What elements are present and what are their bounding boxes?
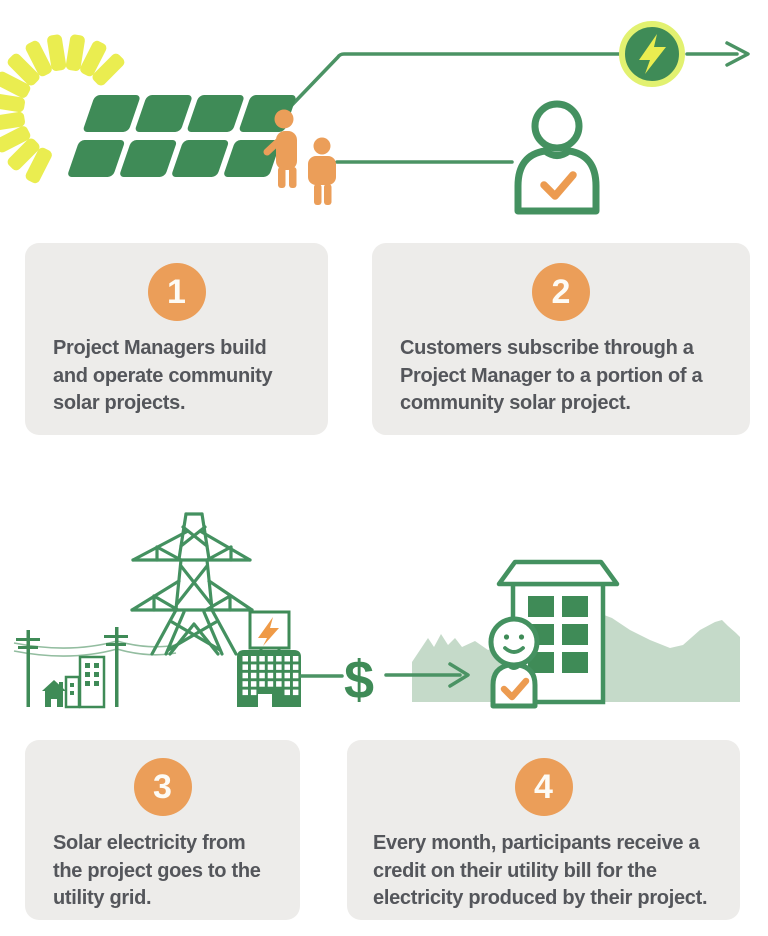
project-manager-figures-icon [263,109,336,205]
step-number-badge: 2 [532,263,590,321]
transmission-tower-icon [130,512,254,656]
sun-icon [0,34,125,184]
solar-building-icon [237,650,301,707]
dollar-sign: $ [344,650,374,710]
credit-arrow-icon [299,662,470,688]
participant-check-icon [488,616,540,709]
step-number-badge: 1 [147,263,206,321]
utility-pole-icon [16,627,128,707]
top-illustration [0,21,750,215]
inverter-bolt-icon [248,610,291,651]
step-card-4: 4 Every month, participants receive a cr… [347,740,740,920]
step-description: Customers subscribe through a Project Ma… [400,337,703,415]
step-card-1: 1 Project Managers build and operate com… [25,243,328,435]
flow-arrow-icon [288,41,750,164]
step-description: Solar electricity from the project goes … [53,832,261,910]
step-card-3: 3 Solar electricity from the project goe… [25,740,300,920]
step-number-badge: 3 [133,758,192,816]
middle-illustration: $ [13,512,740,710]
step-description: Every month, participants receive a cred… [373,832,708,910]
neighborhood-icon [42,655,106,709]
step-number-badge: 4 [514,758,573,816]
subscriber-check-icon [514,100,600,215]
step-card-2: 2 Customers subscribe through a Project … [372,243,750,435]
electricity-bolt-icon [619,21,685,87]
solar-panel-array-icon [68,95,296,177]
step-description: Project Managers build and operate commu… [53,337,273,415]
